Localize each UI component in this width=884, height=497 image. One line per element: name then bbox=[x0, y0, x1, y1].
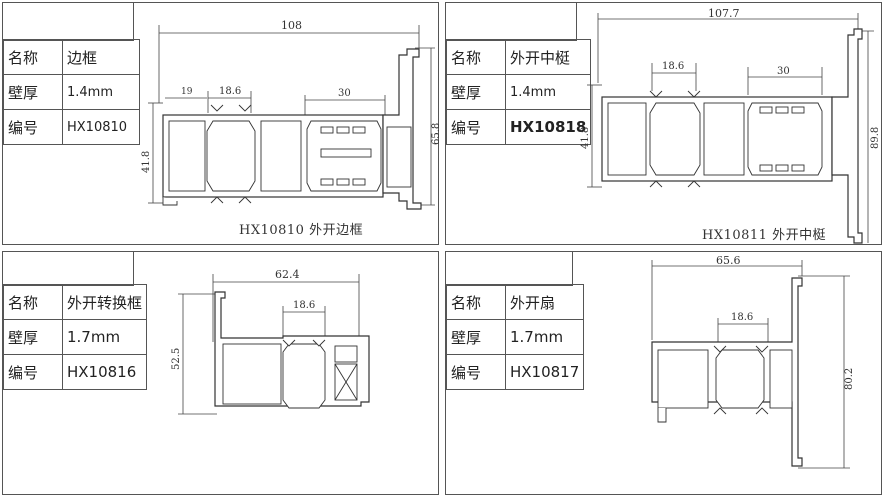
dim-height-left: 41.8 bbox=[141, 151, 152, 173]
code-value: HX10818 bbox=[504, 109, 592, 145]
thickness-value: 1.7mm bbox=[504, 319, 585, 355]
dim-d1: 18.6 bbox=[662, 61, 684, 72]
dim-d1: 19 bbox=[181, 87, 193, 97]
caption: HX10811 外开中梃 bbox=[702, 228, 827, 243]
code-label: 编号 bbox=[446, 109, 506, 145]
spec-header-box bbox=[3, 3, 134, 41]
dim-width: 108 bbox=[281, 19, 302, 32]
profile-drawing: 108 19 18.6 30 41.8 65.8 bbox=[141, 19, 440, 210]
caption: HX10810 外开边框 bbox=[239, 223, 364, 238]
profile-drawing: 107.7 18.6 30 41.8 89.8 bbox=[580, 7, 881, 244]
thickness-value: 1.4mm bbox=[504, 74, 592, 110]
name-label: 名称 bbox=[3, 39, 63, 75]
dim-width: 65.6 bbox=[716, 254, 741, 267]
name-value: 外开转换框 bbox=[61, 284, 148, 320]
dim-d3: 30 bbox=[338, 88, 351, 99]
thickness-value: 1.4mm bbox=[62, 74, 140, 110]
name-value: 外开扇 bbox=[504, 284, 585, 320]
dim-height-left: 52.5 bbox=[171, 348, 182, 370]
dim-height-right: 65.8 bbox=[431, 123, 440, 145]
code-label: 编号 bbox=[446, 354, 506, 390]
code-value: HX10810 bbox=[62, 109, 140, 145]
dim-d2: 18.6 bbox=[219, 86, 241, 97]
code-value: HX10816 bbox=[61, 354, 148, 390]
code-label: 编号 bbox=[3, 354, 63, 390]
dim-width: 62.4 bbox=[275, 268, 300, 281]
thickness-value: 1.7mm bbox=[61, 319, 148, 355]
thickness-label: 壁厚 bbox=[3, 319, 63, 355]
dim-height-right: 80.2 bbox=[844, 368, 855, 390]
dim-height-left: 41.8 bbox=[580, 127, 591, 149]
name-label: 名称 bbox=[446, 39, 506, 75]
code-value: HX10817 bbox=[504, 354, 585, 390]
thickness-label: 壁厚 bbox=[446, 74, 506, 110]
spec-header-box bbox=[446, 252, 573, 286]
spec-header-box bbox=[446, 3, 577, 41]
dim-d1: 18.6 bbox=[731, 312, 753, 323]
dim-width: 107.7 bbox=[708, 7, 740, 20]
dim-d2: 30 bbox=[777, 66, 790, 77]
dim-d1: 18.6 bbox=[293, 300, 315, 311]
spec-header-box bbox=[3, 252, 134, 286]
dim-height-right: 89.8 bbox=[870, 127, 881, 149]
profile-drawing: 62.4 18.6 52.5 bbox=[171, 268, 370, 415]
profile-drawing: 65.6 18.6 80.2 bbox=[651, 254, 855, 469]
name-value: 外开中梃 bbox=[504, 39, 592, 75]
